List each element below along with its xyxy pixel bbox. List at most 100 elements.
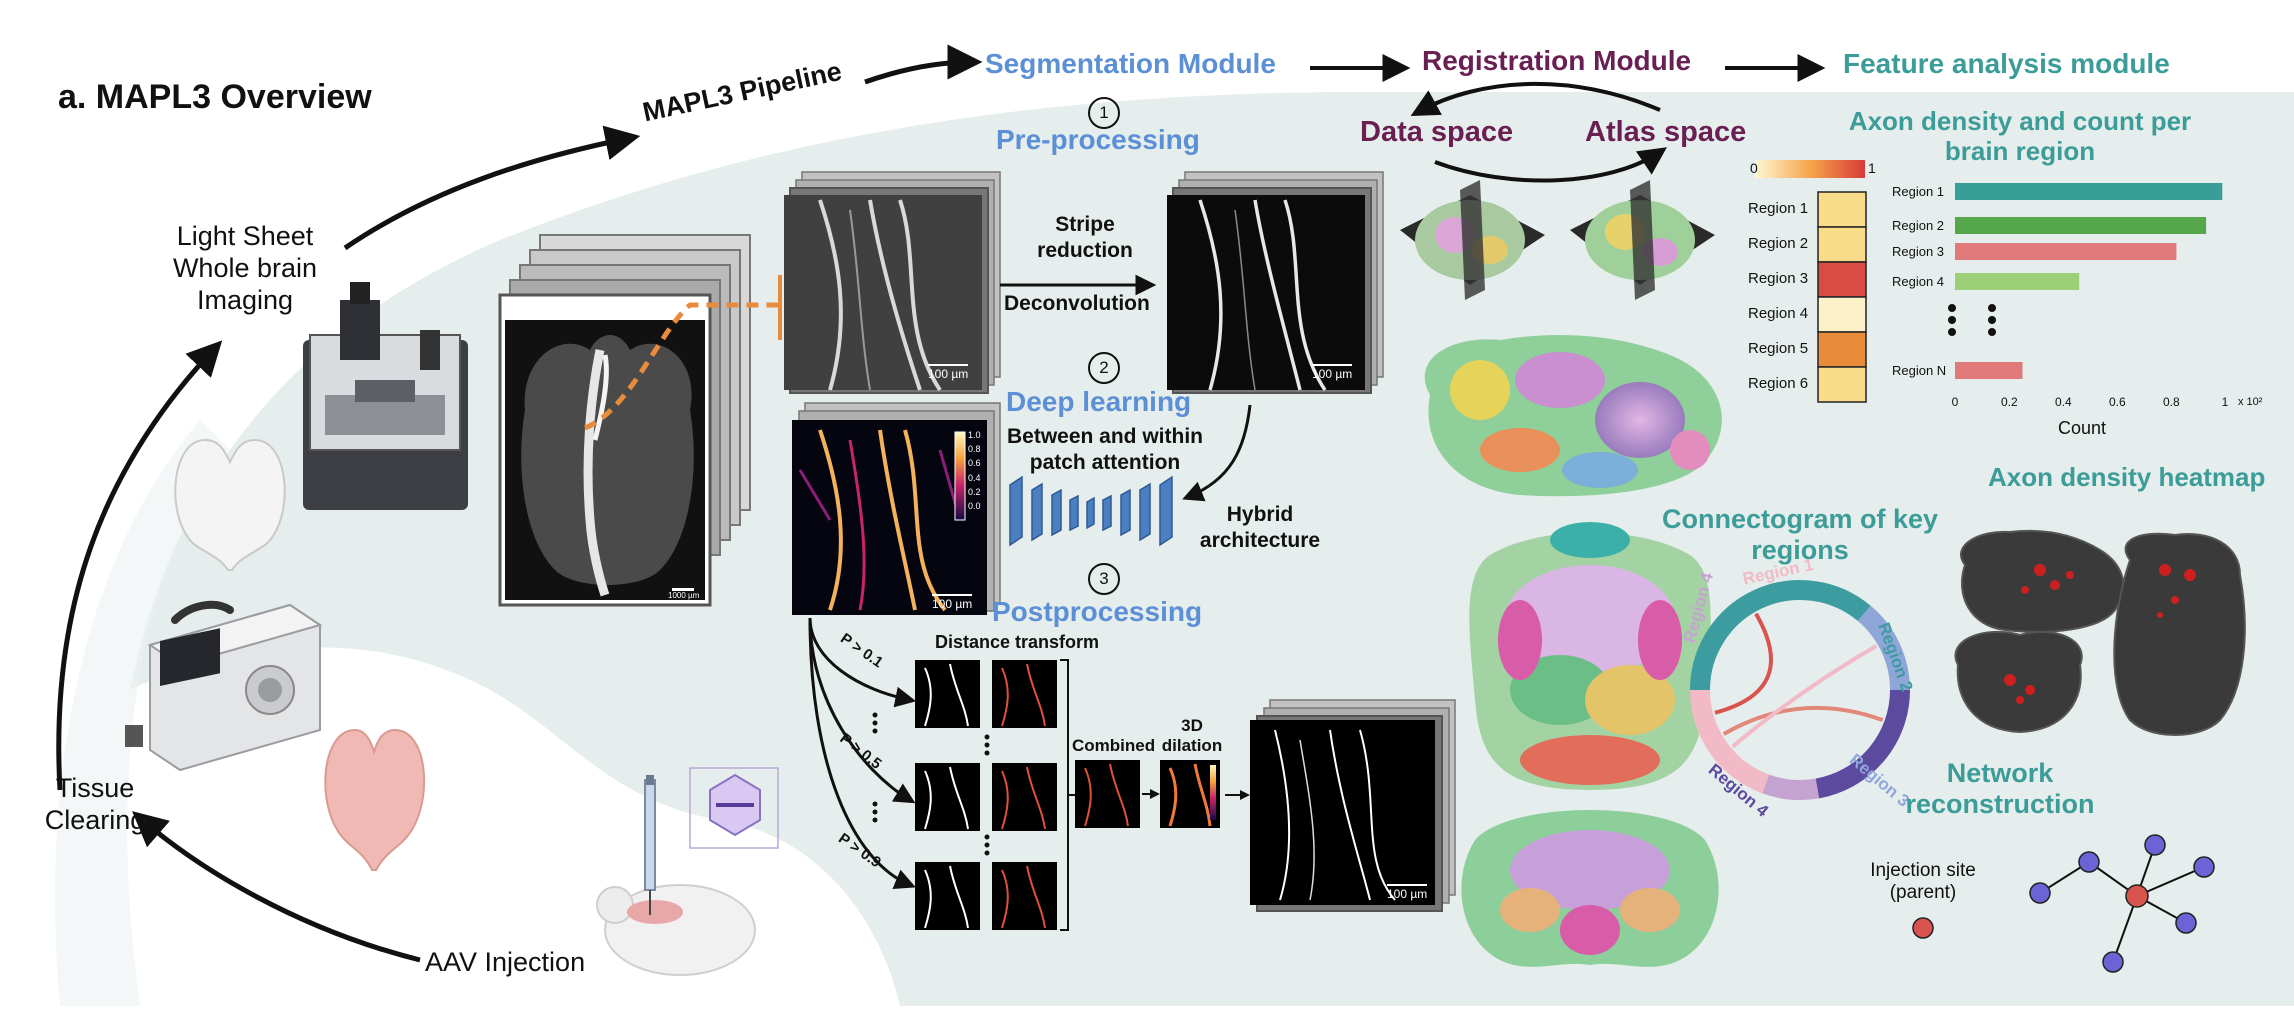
bar-tick-label: 0.2 xyxy=(2001,395,2018,409)
heatmap-brain-dorsal xyxy=(2113,532,2246,736)
bar-chart-xlabel: Count xyxy=(2058,418,2107,438)
bar-category-label: Region 3 xyxy=(1892,244,1945,259)
bar-category-label: Region N xyxy=(1892,363,1947,378)
connectogram-segment xyxy=(1815,689,1910,799)
heatmap-brain-coronal xyxy=(1954,630,2083,734)
distance-transform-label: Distance transform xyxy=(935,632,1100,652)
bar-tick-label: 0 xyxy=(1951,395,1959,409)
injection-site-legend-node xyxy=(1912,917,1934,939)
heat-legend-max: 1 xyxy=(1868,160,1876,176)
network-parent-node xyxy=(2125,884,2149,908)
network-child-node xyxy=(2175,912,2197,934)
bar-tick-label: 0.4 xyxy=(2055,395,2072,409)
atlas-space-label: Atlas space xyxy=(1585,116,1747,148)
preprocessing-title: Pre-processing xyxy=(996,124,1200,155)
connectogram-segment xyxy=(1762,774,1820,800)
bar xyxy=(1955,362,2023,379)
branch-p01 xyxy=(808,617,917,708)
arrow-to-imaging xyxy=(56,340,223,791)
network-edge xyxy=(2136,865,2207,897)
branch-p05 xyxy=(808,617,916,804)
arrow-to-segmentation xyxy=(864,44,983,85)
bar xyxy=(1955,273,2080,290)
atlas-brain-dorsal xyxy=(1469,522,1711,790)
heat-cell xyxy=(1817,191,1867,228)
bar-ellipsis-dot xyxy=(1988,304,1996,312)
bar-tick-label: 1 xyxy=(2221,395,2229,409)
scalebar-raw: 100 µm xyxy=(928,364,969,381)
connectogram-segment xyxy=(1690,580,1871,691)
heat-cell xyxy=(1817,296,1867,333)
bar-tick-label: 0.8 xyxy=(2163,395,2180,409)
arrow-pipeline xyxy=(343,125,641,251)
network-child-node xyxy=(2102,951,2124,973)
preprocessed-patch-stack xyxy=(1167,171,1384,394)
scalebar-probability: 100 µm xyxy=(932,594,973,611)
network-child-node xyxy=(2078,851,2100,873)
threshold-thumbnails xyxy=(915,660,1057,930)
threshold-ellipsis xyxy=(872,712,990,856)
heat-legend-gradient xyxy=(1755,160,1865,178)
branch-p09 xyxy=(808,617,916,890)
injection-site-label: Injection site(parent) xyxy=(1870,860,1976,903)
axon-count-bar-chart xyxy=(1948,183,2223,379)
network-child-node xyxy=(2193,856,2215,878)
heat-cell xyxy=(1817,261,1867,298)
bar xyxy=(1955,217,2207,234)
heat-cell xyxy=(1817,331,1867,368)
arrow-data-to-atlas xyxy=(1434,147,1667,183)
light-sheet-microscope-illustration xyxy=(303,282,468,510)
bar-ellipsis-dot xyxy=(1988,316,1996,324)
connectogram-chord xyxy=(1731,644,1878,749)
bar-category-label: Region 1 xyxy=(1892,184,1945,199)
final-mask-stack xyxy=(1250,699,1456,912)
heat-region-label: Region 5 xyxy=(1748,340,1809,357)
bar xyxy=(1955,243,2177,260)
heat-legend-min: 0 xyxy=(1750,160,1758,176)
segmentation-module-title: Segmentation Module xyxy=(985,48,1276,79)
connectogram-chord xyxy=(1714,612,1773,715)
bar-tick-label: 0.6 xyxy=(2109,395,2126,409)
network-child-node xyxy=(2144,834,2166,856)
data-space-label: Data space xyxy=(1360,116,1514,148)
raw-patch-stack xyxy=(784,171,1001,394)
network-child-node xyxy=(2029,882,2051,904)
bar-chart-multiplier: x 10² xyxy=(2238,396,2263,408)
background-left-band xyxy=(55,420,231,1006)
connectogram-segment xyxy=(1690,689,1770,794)
atlas-brain-coronal xyxy=(1461,810,1719,967)
white-brain-illustration xyxy=(174,438,286,571)
heat-region-label: Region 3 xyxy=(1748,270,1809,287)
region-heat-strip xyxy=(1817,191,1867,403)
atlas-space-brain xyxy=(1570,180,1715,300)
dilation-thumbnail xyxy=(1160,760,1220,828)
registration-module-title: Registration Module xyxy=(1422,45,1692,76)
bar xyxy=(1955,183,2223,200)
heat-cell xyxy=(1817,226,1867,263)
bar-category-label: Region 4 xyxy=(1892,274,1945,289)
connectogram-chord xyxy=(1722,705,1884,736)
feature-module-title: Feature analysis module xyxy=(1843,48,2170,79)
network-graph xyxy=(1912,834,2215,973)
heat-region-label: Region 1 xyxy=(1748,200,1809,217)
tissue-clearing-device-illustration xyxy=(125,600,323,772)
scalebar-whole-brain: 1000 µm xyxy=(668,591,700,600)
zoom-dashed-line xyxy=(584,302,780,431)
step-1-badge: 1 xyxy=(1088,97,1120,129)
deep-learning-title: Deep learning xyxy=(1006,386,1192,417)
heat-cell xyxy=(1817,366,1867,403)
combined-thumbnail xyxy=(1075,760,1140,828)
combined-label: Combined xyxy=(1072,736,1156,755)
bar-ellipsis-dot xyxy=(1948,316,1956,324)
connectogram-ring xyxy=(1690,580,1910,800)
